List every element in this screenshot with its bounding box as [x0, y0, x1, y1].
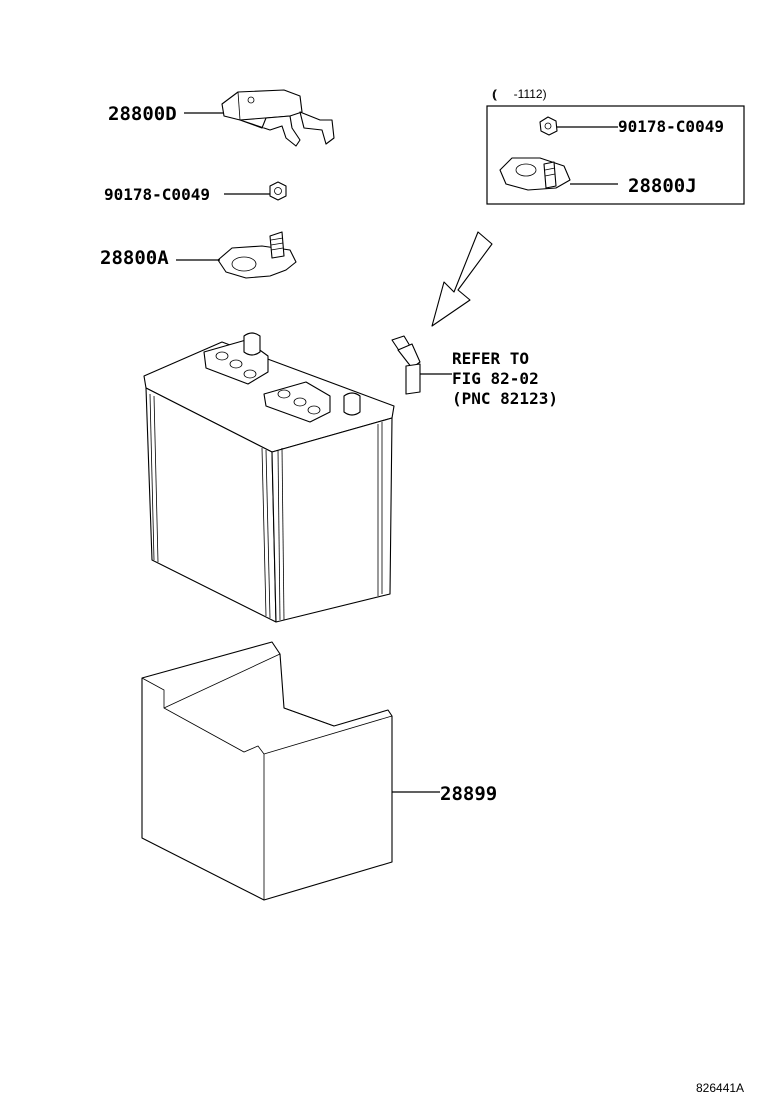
- diagram-code: 826441A: [696, 1081, 744, 1095]
- refer-line-3: (PNC 82123): [452, 389, 558, 408]
- refer-line-2: FIG 82-02: [452, 369, 539, 388]
- inset-box: [486, 105, 745, 205]
- label-28800j: 28800J: [628, 175, 697, 197]
- terminal-clamp-28800a[interactable]: [217, 231, 297, 279]
- label-28800d: 28800D: [108, 103, 177, 125]
- battery-tray-28899[interactable]: [141, 641, 393, 901]
- label-90178-left: 90178-C0049: [104, 185, 210, 204]
- down-left-arrow-icon: [431, 231, 493, 327]
- label-28800a: 28800A: [100, 247, 169, 269]
- terminal-cover-28800d[interactable]: [221, 89, 335, 147]
- terminal-clamp-28800j[interactable]: [499, 157, 571, 191]
- hex-nut-icon[interactable]: [269, 181, 287, 201]
- label-90178-box: 90178-C0049: [618, 117, 724, 136]
- refer-line-1: REFER TO: [452, 349, 529, 368]
- cable-end[interactable]: [391, 335, 452, 395]
- svg-text:(: (: [492, 87, 496, 101]
- inset-range-label: ( -1112): [493, 87, 547, 101]
- hex-nut-icon[interactable]: [539, 116, 558, 136]
- label-28899: 28899: [440, 783, 497, 805]
- battery[interactable]: [143, 332, 395, 623]
